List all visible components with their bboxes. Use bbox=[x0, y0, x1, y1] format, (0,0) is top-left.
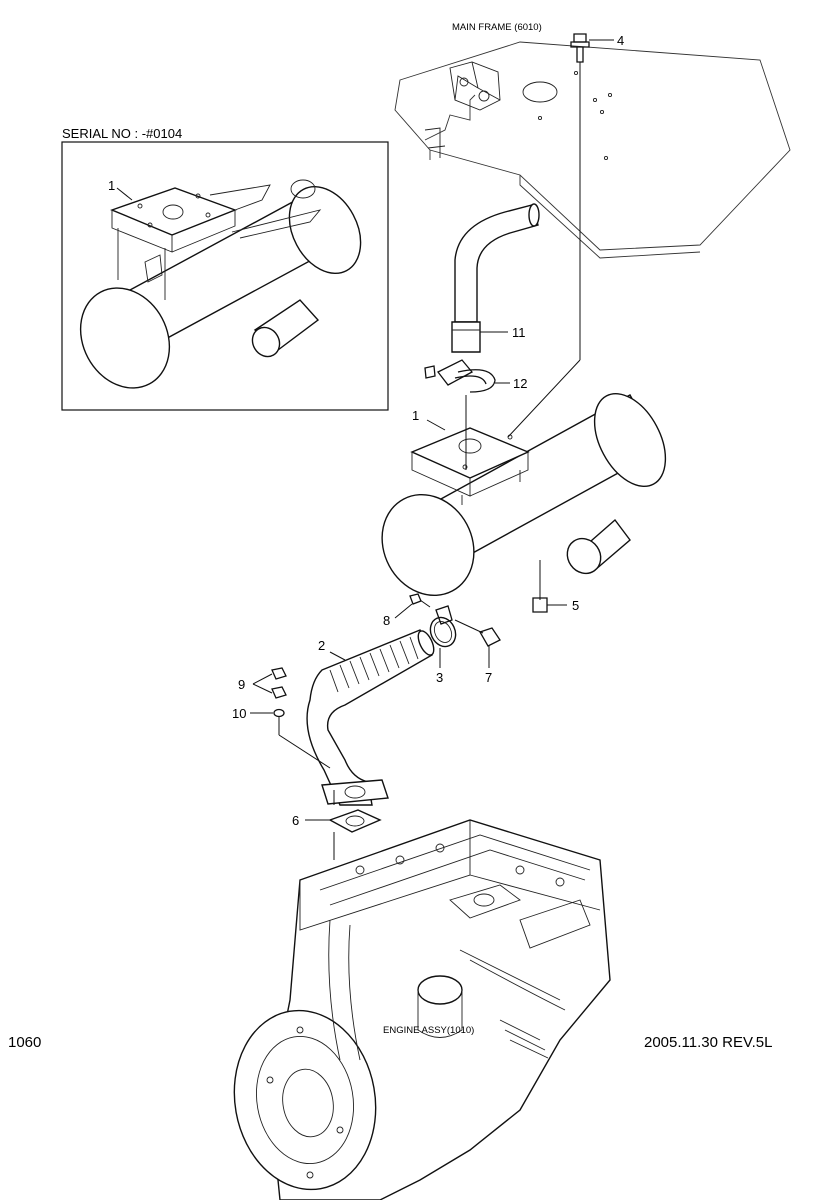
washer-10 bbox=[250, 708, 331, 769]
clamp-3 bbox=[429, 605, 457, 668]
muffler-1 bbox=[381, 359, 667, 613]
main-frame-drawing bbox=[394, 41, 791, 259]
gasket-6 bbox=[305, 790, 382, 860]
callout-3: 3 bbox=[436, 670, 443, 685]
callout-7: 7 bbox=[485, 670, 492, 685]
page-number: 1060 bbox=[8, 1034, 41, 1051]
bolt-7 bbox=[454, 619, 501, 668]
callout-11: 11 bbox=[512, 325, 526, 340]
bolt-4 bbox=[570, 33, 614, 360]
serial-inset-frame bbox=[61, 141, 389, 411]
callout-10: 10 bbox=[232, 706, 246, 721]
inset-callout-1: 1 bbox=[108, 178, 115, 193]
revision-date: 2005.11.30 REV.5L bbox=[644, 1034, 772, 1051]
main-frame-label: MAIN FRAME (6010) bbox=[452, 22, 542, 33]
callout-12: 12 bbox=[513, 376, 527, 391]
exhaust-pipe-2 bbox=[306, 629, 435, 806]
callout-9: 9 bbox=[238, 677, 245, 692]
serial-note: SERIAL NO : -#0104 bbox=[62, 126, 182, 141]
nuts-9 bbox=[252, 667, 287, 699]
callout-5: 5 bbox=[572, 598, 579, 613]
callout-6: 6 bbox=[292, 813, 299, 828]
callout-8: 8 bbox=[383, 613, 390, 628]
callout-1: 1 bbox=[412, 408, 419, 423]
engine-assembly-drawing bbox=[233, 819, 611, 1200]
inset-muffler-drawing bbox=[79, 179, 362, 389]
callout-4: 4 bbox=[617, 33, 624, 48]
tail-pipe-11 bbox=[451, 203, 540, 353]
clamp-12 bbox=[424, 359, 510, 393]
nut-8 bbox=[394, 593, 431, 619]
callout-2: 2 bbox=[318, 638, 325, 653]
engine-assy-label: ENGINE ASSY(1010) bbox=[383, 1025, 474, 1036]
